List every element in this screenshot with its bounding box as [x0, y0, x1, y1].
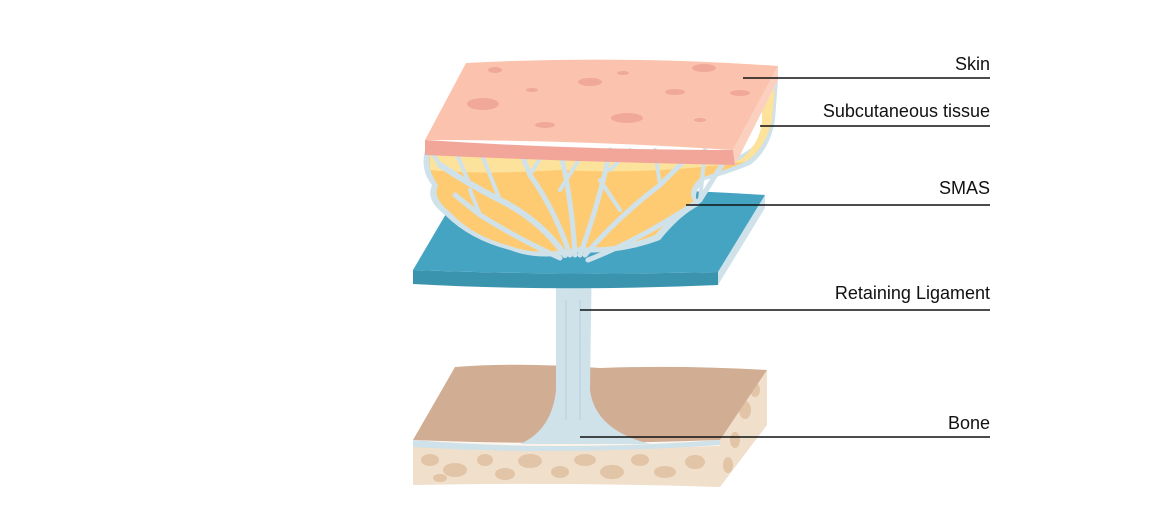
label-bone: Bone [947, 413, 990, 433]
label-skin: Skin [954, 54, 990, 74]
label-smas: SMAS [938, 178, 990, 198]
label-subcutaneous-tissue: Subcutaneous tissue [822, 101, 990, 121]
ligament-branches [428, 147, 728, 263]
label-retaining-ligament: Retaining Ligament [834, 283, 990, 303]
skin-layer [425, 59, 778, 165]
ligament-trunk [520, 250, 650, 444]
